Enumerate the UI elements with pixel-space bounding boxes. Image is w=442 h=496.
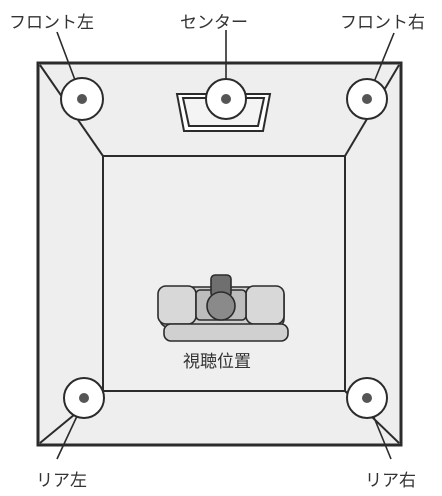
center-label: センター [180, 13, 248, 33]
front-left-speaker [60, 77, 104, 121]
front-right-label: フロント右 [340, 13, 425, 33]
label-pointer-lines [56, 30, 395, 460]
rear-left-speaker [63, 377, 105, 419]
listening-position-label: 視聴位置 [183, 352, 251, 372]
rear-right-speaker [346, 377, 388, 419]
center-speaker [205, 78, 247, 120]
room-inner-area [102, 155, 346, 392]
listening-seat-icon [157, 274, 289, 342]
front-right-speaker [346, 78, 388, 120]
front-left-label: フロント左 [9, 13, 94, 33]
rear-left-label: リア左 [36, 471, 87, 491]
rear-right-label: リア右 [365, 471, 416, 491]
